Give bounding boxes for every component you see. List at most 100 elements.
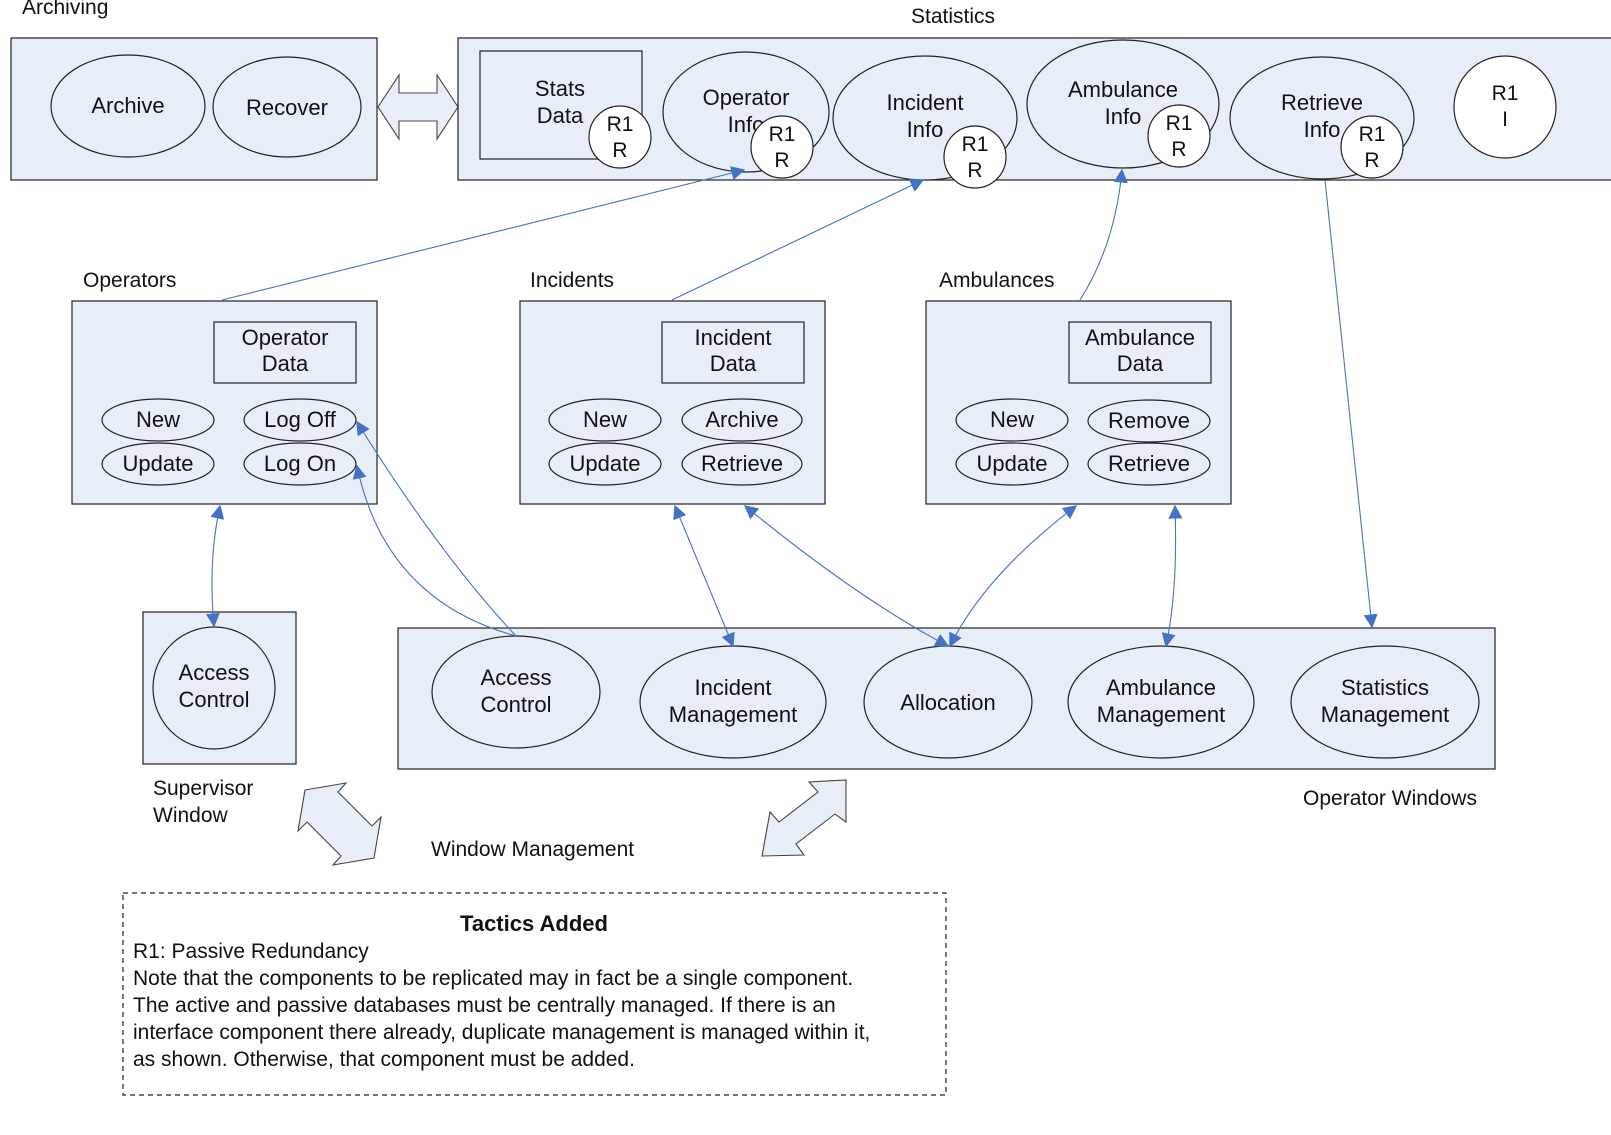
badge-line2: R bbox=[967, 159, 982, 182]
ambulance-new-label: New bbox=[990, 407, 1034, 432]
ambulance-data-store bbox=[1068, 321, 1212, 384]
ambulance-data-label-line1: Ambulance bbox=[1085, 325, 1195, 350]
window-management-double-arrow-left bbox=[297, 782, 382, 866]
connector-incidents-to-incident-info bbox=[671, 179, 925, 301]
connector-incidents-allocation bbox=[743, 505, 950, 647]
operator-log-off-label: Log Off bbox=[264, 407, 337, 432]
incident-retrieve bbox=[681, 442, 803, 486]
supervisor-window-label-line1: Supervisor bbox=[153, 777, 253, 800]
ambulance-management-label-line1: Ambulance bbox=[1106, 675, 1216, 700]
connector-ambulances-allocation bbox=[949, 505, 1078, 648]
tactics-line: The active and passive databases must be… bbox=[133, 994, 836, 1017]
ambulance-management bbox=[1067, 645, 1255, 759]
ambulance-info-label-line1: Ambulance bbox=[1068, 77, 1178, 102]
archiving-title: Archiving bbox=[22, 0, 108, 19]
statistics-title: Statistics bbox=[911, 5, 995, 28]
incident-new bbox=[548, 398, 662, 442]
r1-i-line1: R1 bbox=[1492, 82, 1519, 105]
ambulance-update bbox=[955, 442, 1069, 486]
statistics-management bbox=[1290, 645, 1480, 759]
redundancy-badge bbox=[1147, 104, 1211, 168]
connector-incidents-incident-management bbox=[673, 504, 735, 648]
allocation-label: Allocation bbox=[900, 690, 995, 715]
incident-data-label-line1: Incident bbox=[694, 325, 771, 350]
operator-info-label-line1: Operator bbox=[703, 85, 790, 110]
archive-component bbox=[50, 54, 206, 158]
incidents-title: Incidents bbox=[530, 269, 614, 292]
operator-update bbox=[101, 442, 215, 486]
connector-operators-supervisor-access bbox=[205, 504, 225, 628]
incident-data-label-line2: Data bbox=[710, 351, 757, 376]
incident-info-label-line1: Incident bbox=[886, 90, 963, 115]
operator-new bbox=[101, 398, 215, 442]
badge-line2: R bbox=[612, 139, 627, 162]
recover-component bbox=[212, 56, 362, 158]
connector-operators-to-operator-info bbox=[221, 166, 746, 301]
operator-data-store bbox=[213, 321, 357, 384]
connector-access-control-to-log-on bbox=[352, 464, 517, 637]
incident-info-label-line2: Info bbox=[907, 117, 944, 142]
incident-management-label-line1: Incident bbox=[694, 675, 771, 700]
operator-windows-label: Operator Windows bbox=[1303, 787, 1477, 810]
tactics-note-box bbox=[122, 892, 947, 1096]
connector-ambulances-to-ambulance-info bbox=[1079, 168, 1128, 301]
operators-title: Operators bbox=[83, 269, 176, 292]
statistics-management-label-line2: Management bbox=[1321, 702, 1449, 727]
ambulance-data-label-line2: Data bbox=[1117, 351, 1164, 376]
ambulance-remove-label: Remove bbox=[1108, 408, 1190, 433]
badge-line2: R bbox=[1171, 138, 1186, 161]
stats-data-label-line1: Stats bbox=[535, 76, 585, 101]
badge-line2: R bbox=[1364, 149, 1379, 172]
connector-access-control-to-log-off bbox=[356, 420, 517, 637]
incident-archive-label: Archive bbox=[705, 407, 778, 432]
ambulance-update-label: Update bbox=[977, 451, 1048, 476]
badge-line1: R1 bbox=[962, 133, 989, 156]
tactics-line: interface component there already, dupli… bbox=[133, 1021, 870, 1044]
operator-log-on-label: Log On bbox=[264, 451, 336, 476]
redundancy-badge bbox=[588, 105, 652, 169]
window-management-double-arrow-right bbox=[761, 779, 847, 857]
badge-line1: R1 bbox=[1359, 123, 1386, 146]
retrieve-info-label-line1: Retrieve bbox=[1281, 90, 1363, 115]
redundancy-badge bbox=[1340, 115, 1404, 179]
badge-line1: R1 bbox=[1166, 112, 1193, 135]
r1-i-line2: I bbox=[1502, 108, 1508, 131]
badge-line1: R1 bbox=[769, 123, 796, 146]
connector-ambulances-ambulance-management bbox=[1161, 504, 1183, 648]
operator-data-label-line1: Operator bbox=[242, 325, 329, 350]
incident-archive bbox=[681, 398, 803, 442]
redundancy-badge bbox=[943, 125, 1007, 189]
operator-log-off bbox=[243, 398, 357, 442]
supervisor-window-label-line2: Window bbox=[153, 804, 229, 827]
r1-i-badge bbox=[1453, 55, 1557, 159]
incident-data-store bbox=[661, 321, 805, 384]
supervisor-access-control-label-line1: Access bbox=[179, 660, 250, 685]
ambulance-retrieve bbox=[1087, 442, 1211, 486]
tactics-line: Note that the components to be replicate… bbox=[133, 967, 853, 990]
ambulance-management-label-line2: Management bbox=[1097, 702, 1225, 727]
operator-access-control-label-line1: Access bbox=[481, 665, 552, 690]
tactics-line: as shown. Otherwise, that component must… bbox=[133, 1048, 635, 1071]
archiving-statistics-double-arrow bbox=[377, 73, 459, 141]
operator-data-label-line2: Data bbox=[262, 351, 309, 376]
tactics-line: R1: Passive Redundancy bbox=[133, 940, 369, 963]
operator-access-control-label-line2: Control bbox=[481, 692, 552, 717]
ambulance-info-label-line2: Info bbox=[1105, 104, 1142, 129]
archive-label: Archive bbox=[91, 93, 164, 118]
operator-update-label: Update bbox=[123, 451, 194, 476]
operator-log-on bbox=[243, 442, 357, 486]
operator-new-label: New bbox=[136, 407, 180, 432]
incident-update bbox=[548, 442, 662, 486]
badge-line2: R bbox=[774, 149, 789, 172]
statistics-management-label-line1: Statistics bbox=[1341, 675, 1429, 700]
incident-retrieve-label: Retrieve bbox=[701, 451, 783, 476]
redundancy-badge bbox=[750, 115, 814, 179]
window-management-label: Window Management bbox=[431, 838, 634, 861]
connector-retrieve-info-to-statistics-management bbox=[1324, 179, 1378, 629]
ambulance-retrieve-label: Retrieve bbox=[1108, 451, 1190, 476]
badge-line1: R1 bbox=[607, 113, 634, 136]
stats-data-label-line2: Data bbox=[537, 103, 584, 128]
ambulance-remove bbox=[1087, 399, 1211, 443]
stats-data-store bbox=[479, 50, 643, 160]
